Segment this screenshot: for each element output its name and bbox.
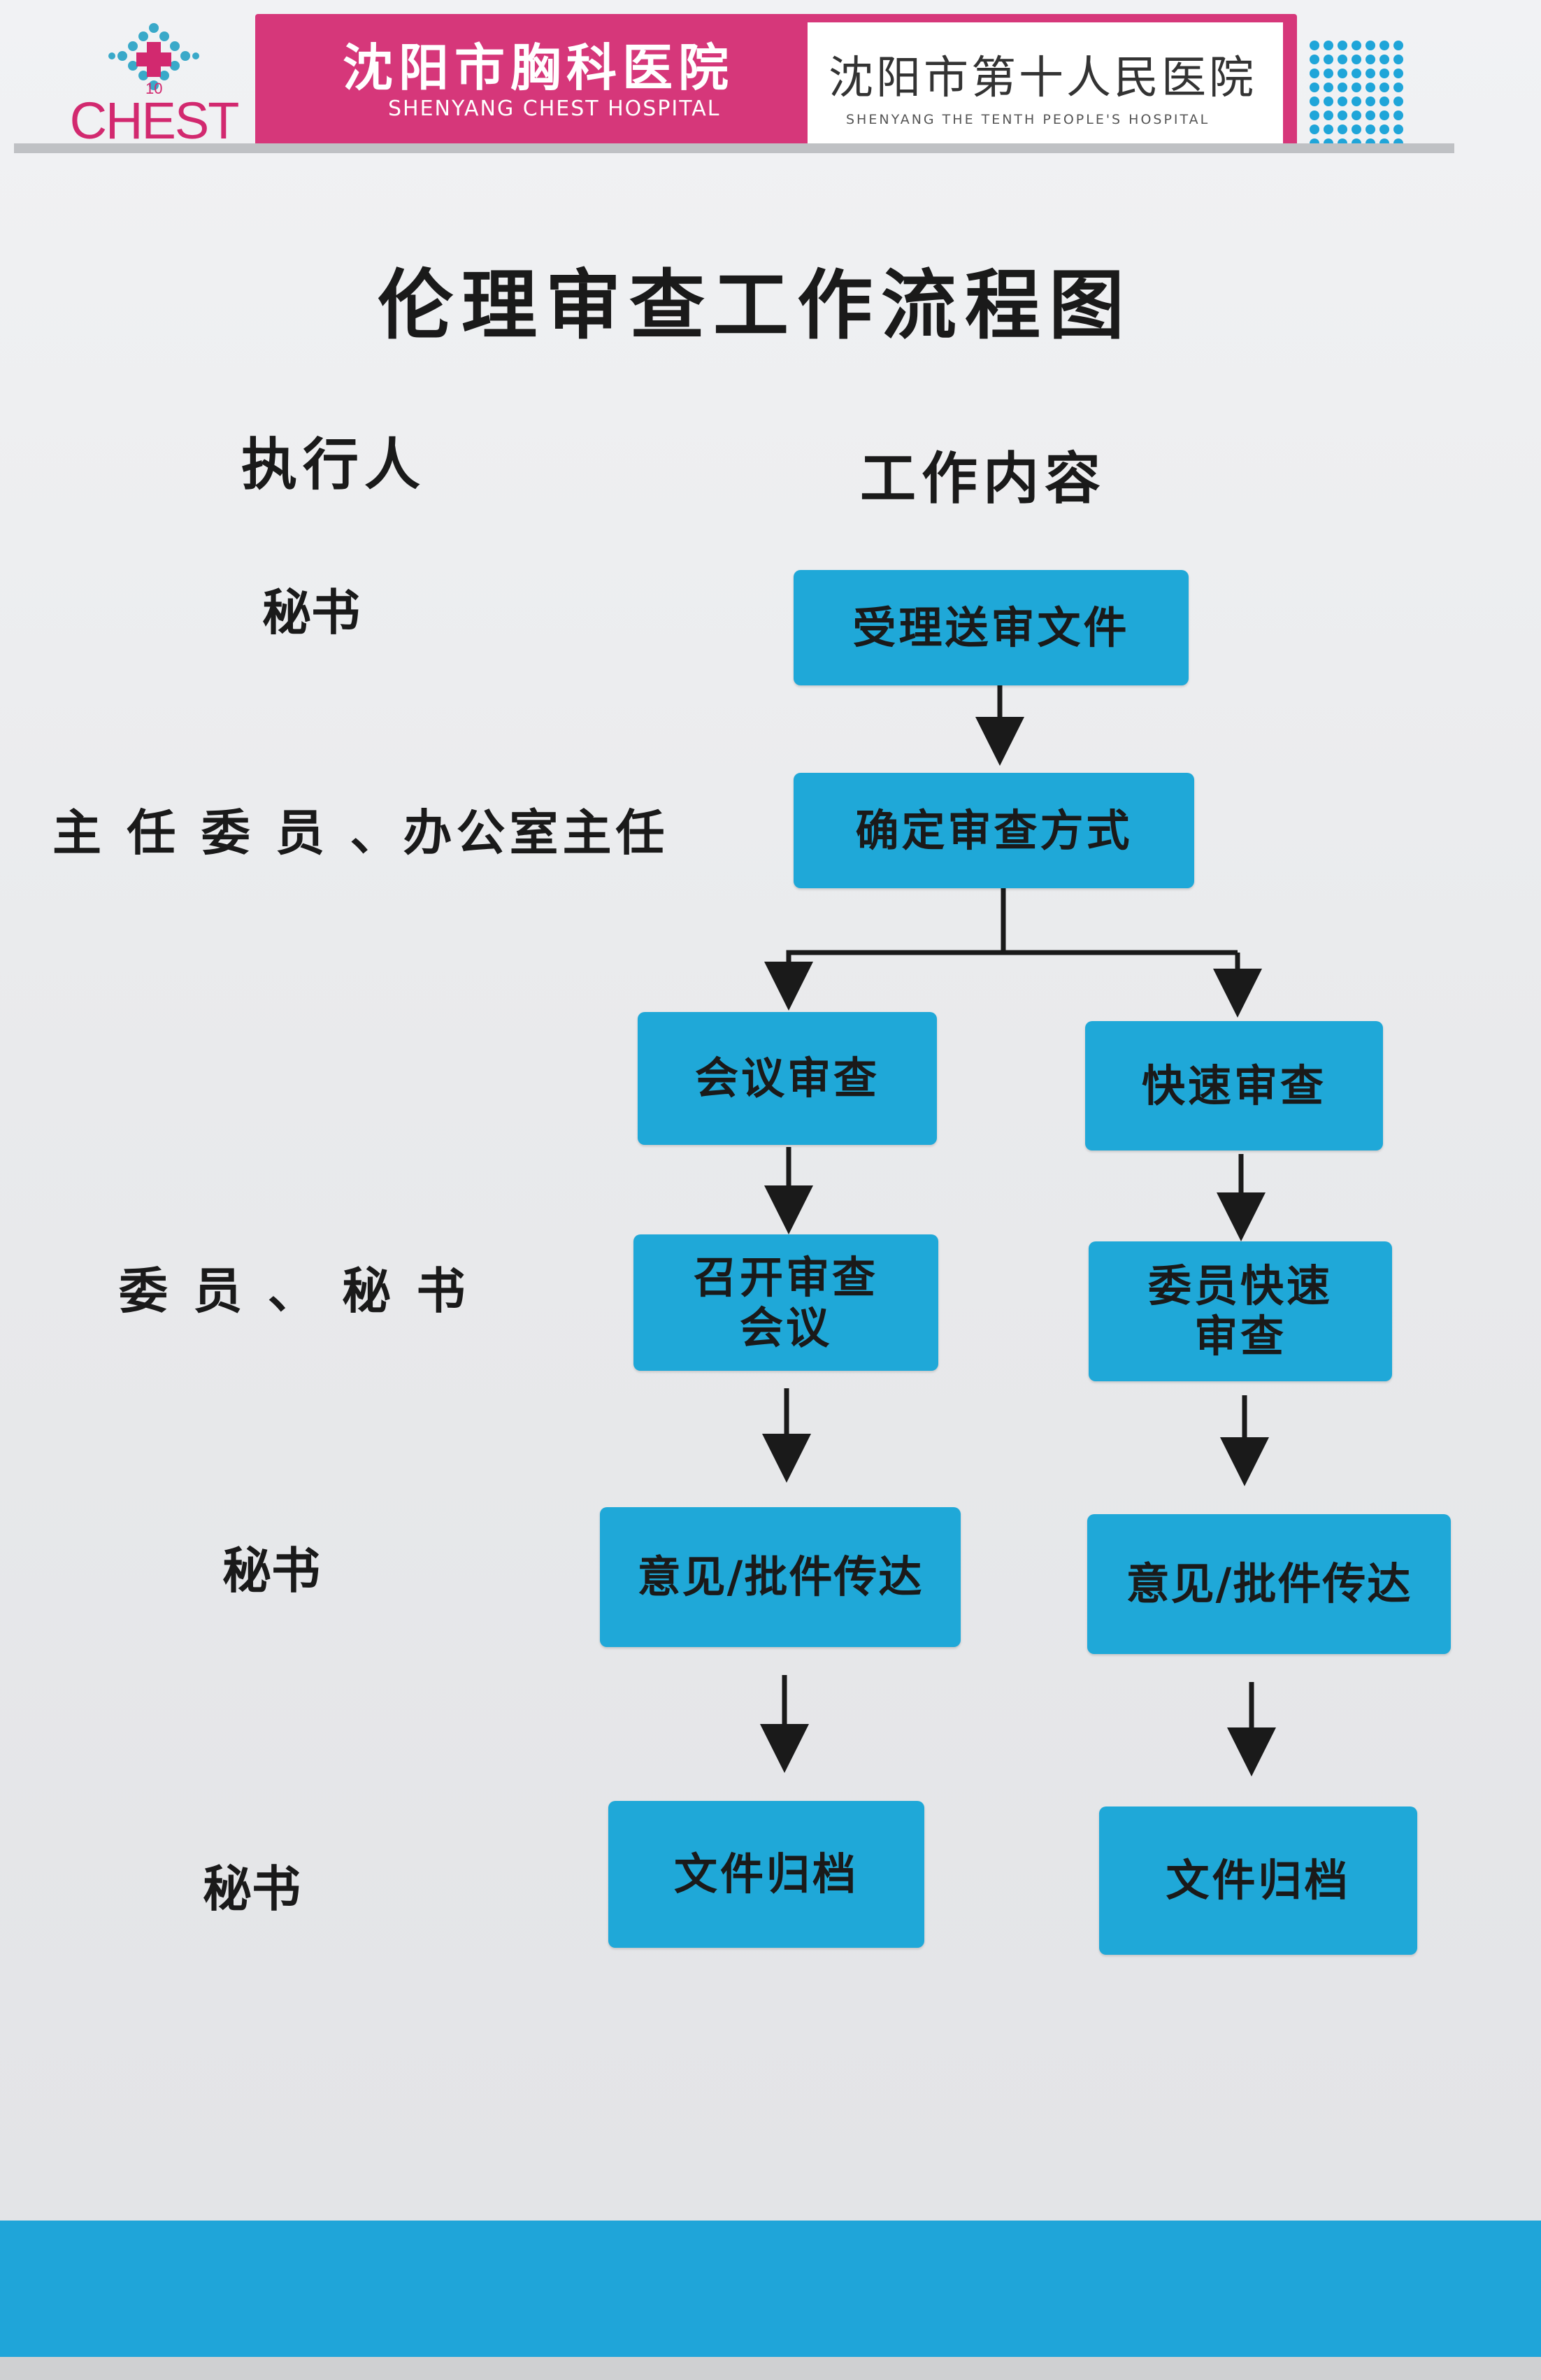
footer-band xyxy=(0,2221,1541,2357)
role-secretary-3: 秘书 xyxy=(203,1860,301,1918)
step-hold-meeting: 召开审查会议 xyxy=(633,1234,938,1371)
role-member-secretary: 委 员 、 秘 书 xyxy=(119,1262,470,1320)
page-title: 伦理审查工作流程图 xyxy=(377,262,1133,350)
cross-dots-icon: 10 xyxy=(108,23,199,97)
role-secretary-1: 秘书 xyxy=(262,584,360,641)
column-head-executor: 执行人 xyxy=(241,432,426,497)
step-transmit-opinion-right: 意见/批件传达 xyxy=(1087,1514,1451,1654)
hospital-name-en: SHENYANG CHEST HOSPITAL xyxy=(388,97,721,121)
secondary-hospital-panel: 沈阳市第十人民医院 SHENYANG THE TENTH PEOPLE'S HO… xyxy=(808,22,1283,145)
step-archive-left: 文件归档 xyxy=(608,1801,924,1948)
logo-text: CHEST xyxy=(69,92,240,150)
header-divider xyxy=(14,143,1454,153)
step-member-fast-review: 委员快速审查 xyxy=(1089,1241,1392,1381)
role-director: 主 任 委 员 、办公室主任 xyxy=(52,804,669,862)
hospital-name-cn: 沈阳市胸科医院 xyxy=(343,38,735,97)
arrow-determine-branch xyxy=(786,885,1006,979)
step-archive-right: 文件归档 xyxy=(1099,1807,1417,1955)
column-head-content: 工作内容 xyxy=(860,446,1106,511)
footer-strip xyxy=(0,2357,1541,2380)
logo-number: 10 xyxy=(145,80,162,97)
step-transmit-opinion-left: 意见/批件传达 xyxy=(600,1507,961,1647)
secondary-hospital-name-en: SHENYANG THE TENTH PEOPLE'S HOSPITAL xyxy=(846,112,1210,127)
hospital-logo: 10 CHEST xyxy=(63,21,245,150)
step-meeting-review: 会议审查 xyxy=(638,1012,937,1145)
step-fast-review: 快速审查 xyxy=(1085,1021,1383,1150)
header-banner: 沈阳市胸科医院 SHENYANG CHEST HOSPITAL 沈阳市第十人民医… xyxy=(255,14,1297,151)
secondary-hospital-name-cn: 沈阳市第十人民医院 xyxy=(829,52,1256,104)
step-determine-method: 确定审查方式 xyxy=(794,773,1194,888)
step-receive-documents: 受理送审文件 xyxy=(794,570,1189,685)
role-secretary-2: 秘书 xyxy=(222,1542,320,1599)
